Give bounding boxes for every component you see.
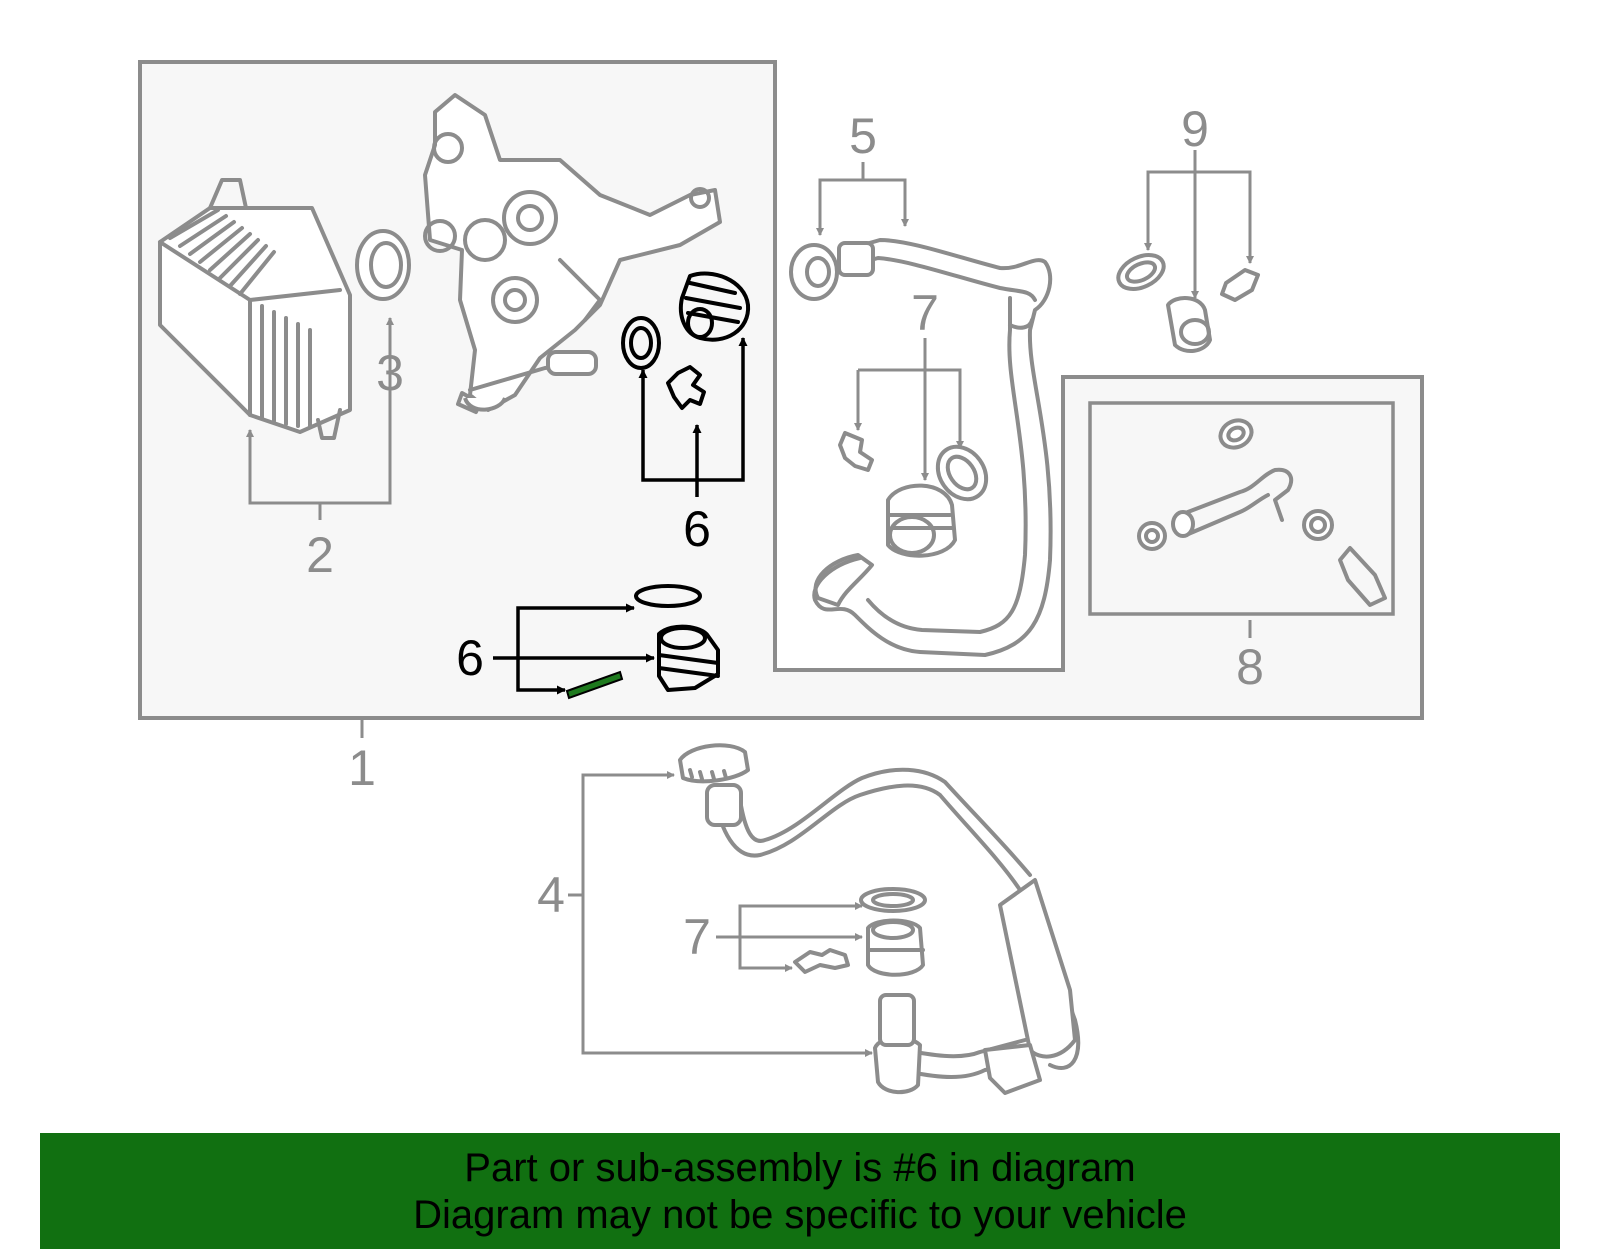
part-8-hose-assembly <box>1137 418 1387 607</box>
callout-9: 9 <box>1181 101 1209 157</box>
footer-banner: Part or sub-assembly is #6 in diagram Di… <box>40 1133 1560 1249</box>
filter-housing-part <box>423 93 722 414</box>
footer-line-disclaimer: Diagram may not be specific to your vehi… <box>413 1193 1187 1237</box>
part-7-lower-fittings <box>793 887 927 977</box>
callout-1: 1 <box>348 740 376 796</box>
coolant-pipe-upper <box>789 238 1053 657</box>
callout-8: 8 <box>1236 639 1264 695</box>
part-6-leader-lines <box>493 337 748 695</box>
leader-lines <box>246 150 1254 1057</box>
callout-4: 4 <box>537 867 565 923</box>
part-6-seal-clip-boot <box>621 271 751 410</box>
coolant-pipe-lower <box>678 743 1081 1095</box>
callout-6-upper: 6 <box>683 501 711 557</box>
part-7-upper-fittings <box>838 431 989 558</box>
callout-3: 3 <box>376 345 404 401</box>
footer-line-part-number: Part or sub-assembly is #6 in diagram <box>464 1146 1136 1190</box>
callout-7-lower: 7 <box>683 909 711 965</box>
callout-6-lower: 6 <box>456 630 484 686</box>
callout-7-upper: 7 <box>911 285 939 341</box>
callout-5: 5 <box>849 108 877 164</box>
oil-cooler-part <box>158 178 352 440</box>
gasket-part <box>355 229 411 301</box>
callout-2: 2 <box>306 527 334 583</box>
part-9-fittings <box>1116 253 1260 353</box>
part-6-fitting-group <box>565 584 720 700</box>
